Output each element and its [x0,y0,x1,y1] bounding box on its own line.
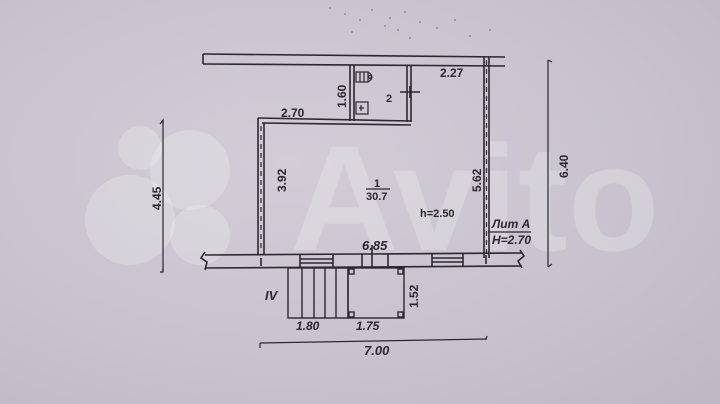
dim-bathroom-depth: 1.60 [335,84,349,108]
dim-stairs-width: 1.80 [296,319,320,333]
dim-right-wall: 5.62 [470,168,484,192]
dim-overall-width: 7.00 [364,343,390,358]
sink-icon [355,101,369,115]
room-1-number: 1 [374,178,380,190]
room-1-area: 30.7 [366,191,387,203]
dim-overall-left-depth: 4.45 [150,186,164,210]
dim-left-wall: 3.92 [275,168,289,192]
porch-stairs [287,267,405,319]
dim-overall-right-depth: 6.40 [557,154,571,178]
dim-top-right-wall: 2.27 [440,66,464,80]
dim-left-step-width: 2.70 [281,106,305,120]
dim-front-wall: 6.85 [362,238,388,253]
dim-porch-depth: 1.52 [407,284,421,308]
walls [199,53,526,271]
dim-porch-width: 1.75 [356,319,380,333]
porch-label: IV [265,288,279,303]
room-2-number: 2 [386,93,392,105]
building-height: H=2.70 [492,233,531,247]
building-name: Лит А [491,217,530,231]
dimension-lines [159,59,553,348]
room-1-ceiling-height: h=2.50 [420,208,455,220]
speckle-marks [329,7,491,39]
toilet-icon [355,71,373,83]
watermark-text: Avito [290,114,659,282]
